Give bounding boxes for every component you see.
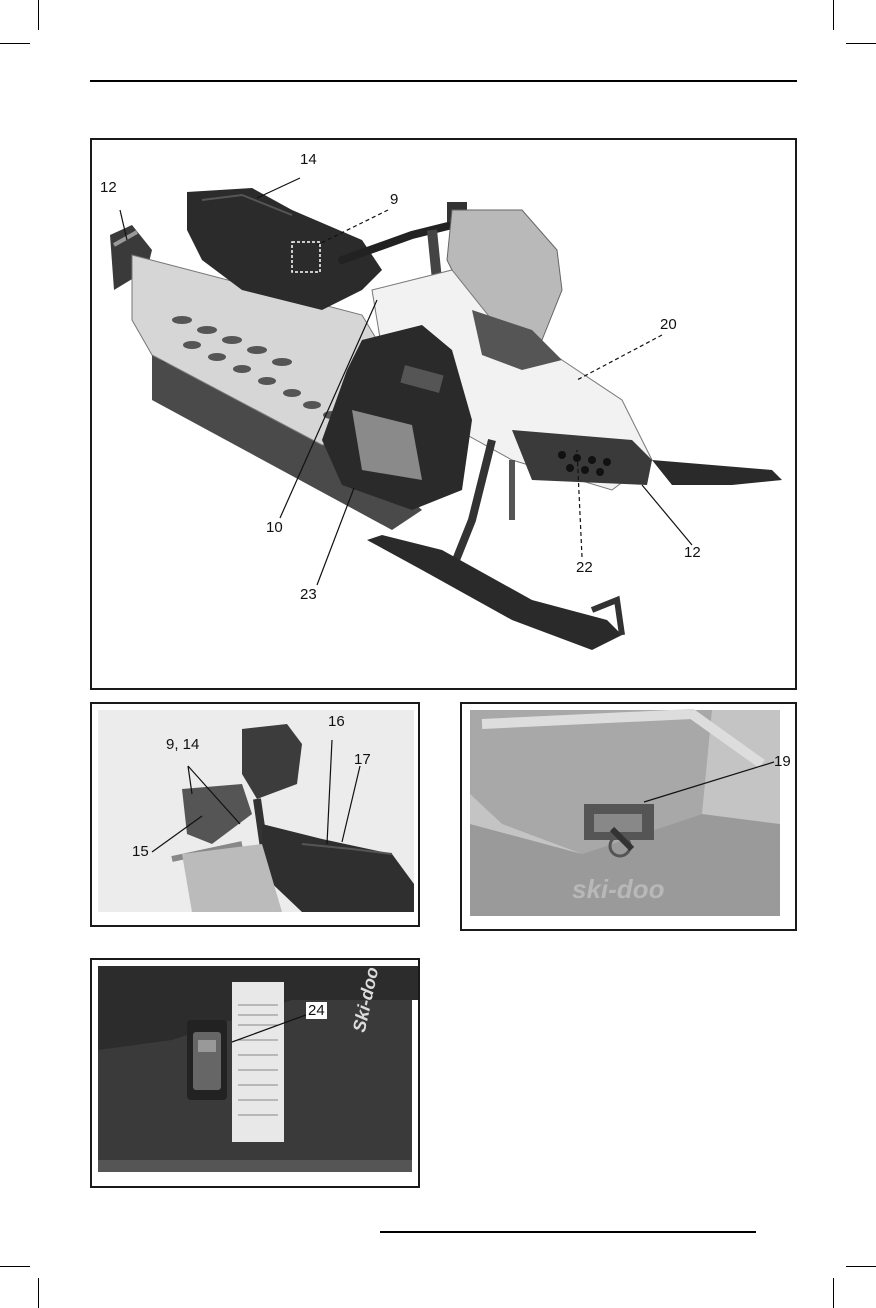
callout-15: 15 — [132, 844, 149, 859]
callout-12-rear: 12 — [100, 180, 117, 195]
footer-rule — [380, 1231, 756, 1233]
crop-mark-top-right-v — [833, 0, 834, 30]
callout-9: 9 — [390, 192, 398, 207]
console-figure: Ski-doo 24 — [90, 958, 420, 1188]
callout-20: 20 — [660, 317, 677, 332]
crop-mark-bottom-right-v — [833, 1278, 834, 1308]
crop-mark-top-left-v — [38, 0, 39, 30]
hitch-figure: ski-doo 19 — [460, 702, 797, 931]
crop-mark-bottom-left-v — [38, 1278, 39, 1308]
header-rule — [90, 80, 797, 82]
main-snowmobile-figure: 14 12 9 20 10 23 22 12 — [90, 138, 797, 690]
callout-12-front: 12 — [684, 545, 701, 560]
callout-22: 22 — [576, 560, 593, 575]
callout-9-14: 9, 14 — [166, 737, 199, 752]
seat-figure: 9, 14 16 17 15 — [90, 702, 420, 927]
callout-17: 17 — [354, 752, 371, 767]
callout-19: 19 — [774, 754, 791, 769]
crop-mark-bottom-right-h — [846, 1266, 876, 1267]
crop-mark-top-left-h — [0, 43, 30, 44]
callout-24: 24 — [306, 1002, 327, 1019]
snowmobile-illustration — [92, 140, 795, 688]
callout-16: 16 — [328, 714, 345, 729]
callout-14: 14 — [300, 152, 317, 167]
crop-mark-top-right-h — [846, 43, 876, 44]
crop-mark-bottom-left-h — [0, 1266, 30, 1267]
two-up-seat-photo — [92, 704, 418, 925]
hitch-logo-text: ski-doo — [572, 876, 664, 902]
callout-10: 10 — [266, 520, 283, 535]
callout-23: 23 — [300, 587, 317, 602]
